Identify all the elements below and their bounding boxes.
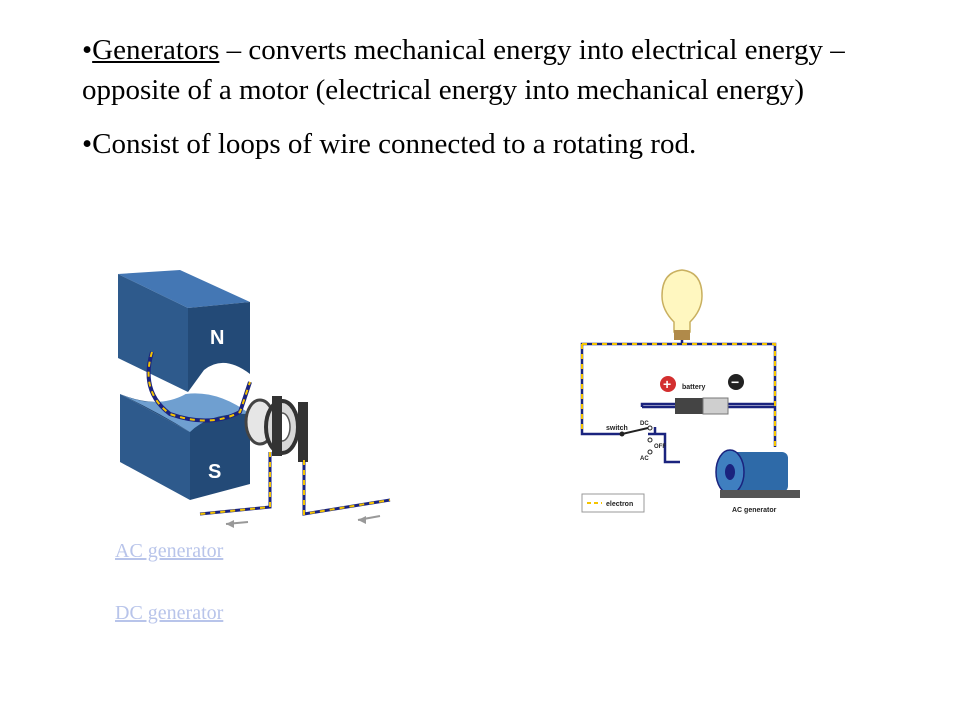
arrow-head — [358, 516, 366, 524]
dc-label: DC — [640, 421, 649, 427]
legend-label: electron — [606, 501, 633, 508]
dc-generator-link[interactable]: DC generator — [115, 602, 224, 624]
bullet-text: – converts mechanical energy into electr… — [82, 34, 845, 106]
coil-electron-flow — [147, 351, 251, 422]
slip-rings — [244, 396, 308, 462]
output-electron-flow — [199, 452, 391, 516]
battery-icon: + − battery — [660, 374, 744, 415]
electron-legend: electron — [581, 493, 645, 513]
ac-generator-icon: AC generator — [715, 449, 800, 514]
bullet-marker: • — [82, 34, 93, 66]
off-label: OFF — [654, 444, 666, 450]
bullet-text: Consist of loops of wire connected to a … — [92, 128, 697, 160]
generator-label: AC generator — [732, 507, 777, 514]
generator-circuit-diagram: + − battery switch DC OFF AC AC generato… — [580, 269, 800, 514]
south-label: S — [208, 461, 221, 483]
current-arrows — [225, 515, 381, 525]
ac-label: AC — [640, 456, 649, 462]
bullet-loops: •Consist of loops of wire connected to a… — [82, 124, 902, 164]
switch-icon: switch DC OFF AC — [606, 421, 666, 462]
bullet-list: •Generators – converts mechanical energy… — [82, 30, 902, 178]
north-magnet: N — [118, 270, 250, 392]
ac-generator-link[interactable]: AC generator — [115, 540, 224, 562]
svg-text:−: − — [731, 374, 739, 390]
circuit-electron-flow — [581, 343, 776, 447]
battery-label: battery — [682, 384, 705, 391]
switch-label: switch — [606, 425, 628, 432]
south-magnet: S — [120, 393, 250, 500]
bullet-marker: • — [82, 128, 93, 160]
svg-text:+: + — [663, 376, 671, 392]
ac-generator-diagram: N S — [118, 270, 391, 528]
north-label: N — [210, 327, 224, 349]
light-bulb-icon — [661, 269, 703, 340]
term-generators: Generators — [92, 34, 220, 66]
bullet-generators: •Generators – converts mechanical energy… — [82, 30, 902, 110]
arrow-head — [226, 520, 234, 528]
